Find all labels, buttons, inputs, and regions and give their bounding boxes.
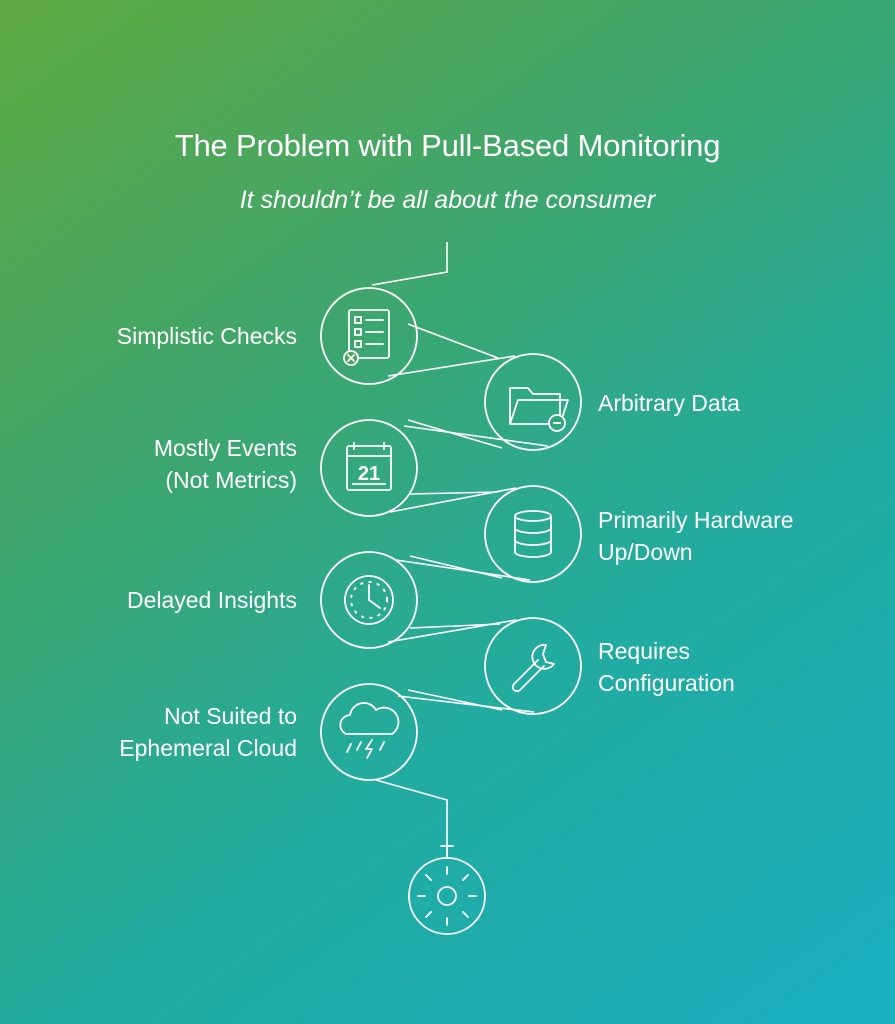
circle-7 — [320, 683, 418, 781]
label-not-suited: Not Suited to Ephemeral Cloud — [119, 703, 297, 761]
connector-5-6b — [409, 623, 501, 629]
label-simplistic-checks: Simplistic Checks — [116, 323, 297, 349]
stopwatch-icon — [408, 845, 486, 935]
connector-3-4b — [409, 491, 499, 495]
checklist-icon — [343, 309, 390, 366]
folder-icon — [509, 387, 569, 432]
label-primarily-hardware: Primarily Hardware Up/Down — [598, 507, 794, 565]
label-arbitrary-data: Arbitrary Data — [598, 390, 740, 416]
connector-5-6a — [387, 619, 517, 643]
calendar-icon: 21 — [346, 442, 392, 491]
label-delayed-insights: Delayed Insights — [126, 587, 297, 613]
circle-6 — [484, 617, 582, 715]
circle-3 — [320, 419, 418, 517]
clock-icon — [344, 575, 394, 625]
circle-4 — [484, 485, 582, 583]
connector-1-2b — [407, 323, 499, 359]
connector-2-3b — [403, 425, 549, 447]
label-mostly-events: Mostly Events (Not Metrics) — [153, 435, 297, 493]
storm-cloud-icon — [339, 702, 400, 759]
page-title: The Problem with Pull-Based Monitoring — [174, 128, 721, 163]
page-subtitle: It shouldn’t be all about the consumer — [239, 186, 656, 214]
connector-1-2a — [387, 355, 516, 377]
circle-2 — [484, 353, 582, 451]
connector-4-5b — [395, 559, 531, 581]
connector-bottom — [375, 779, 448, 846]
circle-5 — [320, 551, 418, 649]
wrench-icon — [511, 644, 555, 693]
calendar-day-text: 21 — [358, 463, 380, 485]
database-icon — [514, 510, 552, 558]
connector-2-3a — [407, 419, 503, 449]
connector-top — [371, 242, 448, 286]
label-requires-configuration: Requires Configuration — [598, 638, 735, 696]
connector-4-5a — [409, 555, 503, 579]
circle-1 — [320, 287, 418, 385]
